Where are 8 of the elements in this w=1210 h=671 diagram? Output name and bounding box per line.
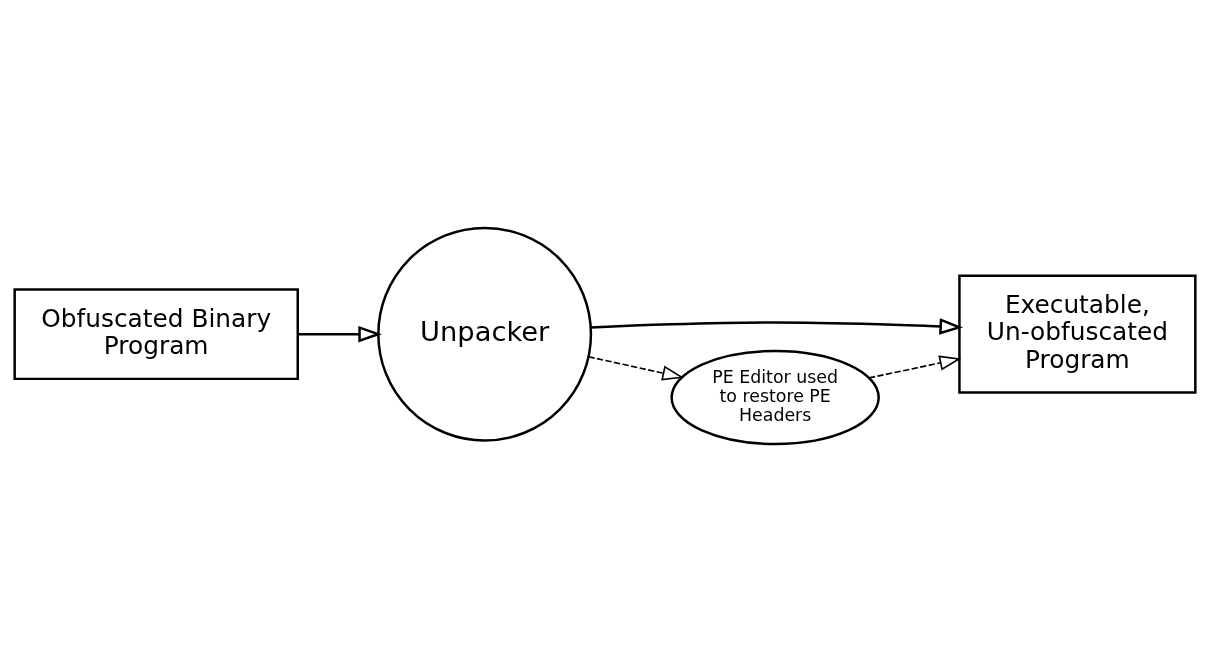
node-box: Obfuscated Binary Program bbox=[13, 287, 299, 380]
node-ellipse: PE Editor used to restore PE Headers bbox=[670, 349, 880, 445]
node-circle: Unpacker bbox=[377, 226, 593, 442]
node-box: Executable, Un-obfuscated Program bbox=[958, 274, 1197, 394]
arrow bbox=[868, 354, 962, 379]
arrow bbox=[298, 325, 382, 342]
arrow bbox=[587, 355, 685, 381]
arrow bbox=[590, 317, 964, 335]
